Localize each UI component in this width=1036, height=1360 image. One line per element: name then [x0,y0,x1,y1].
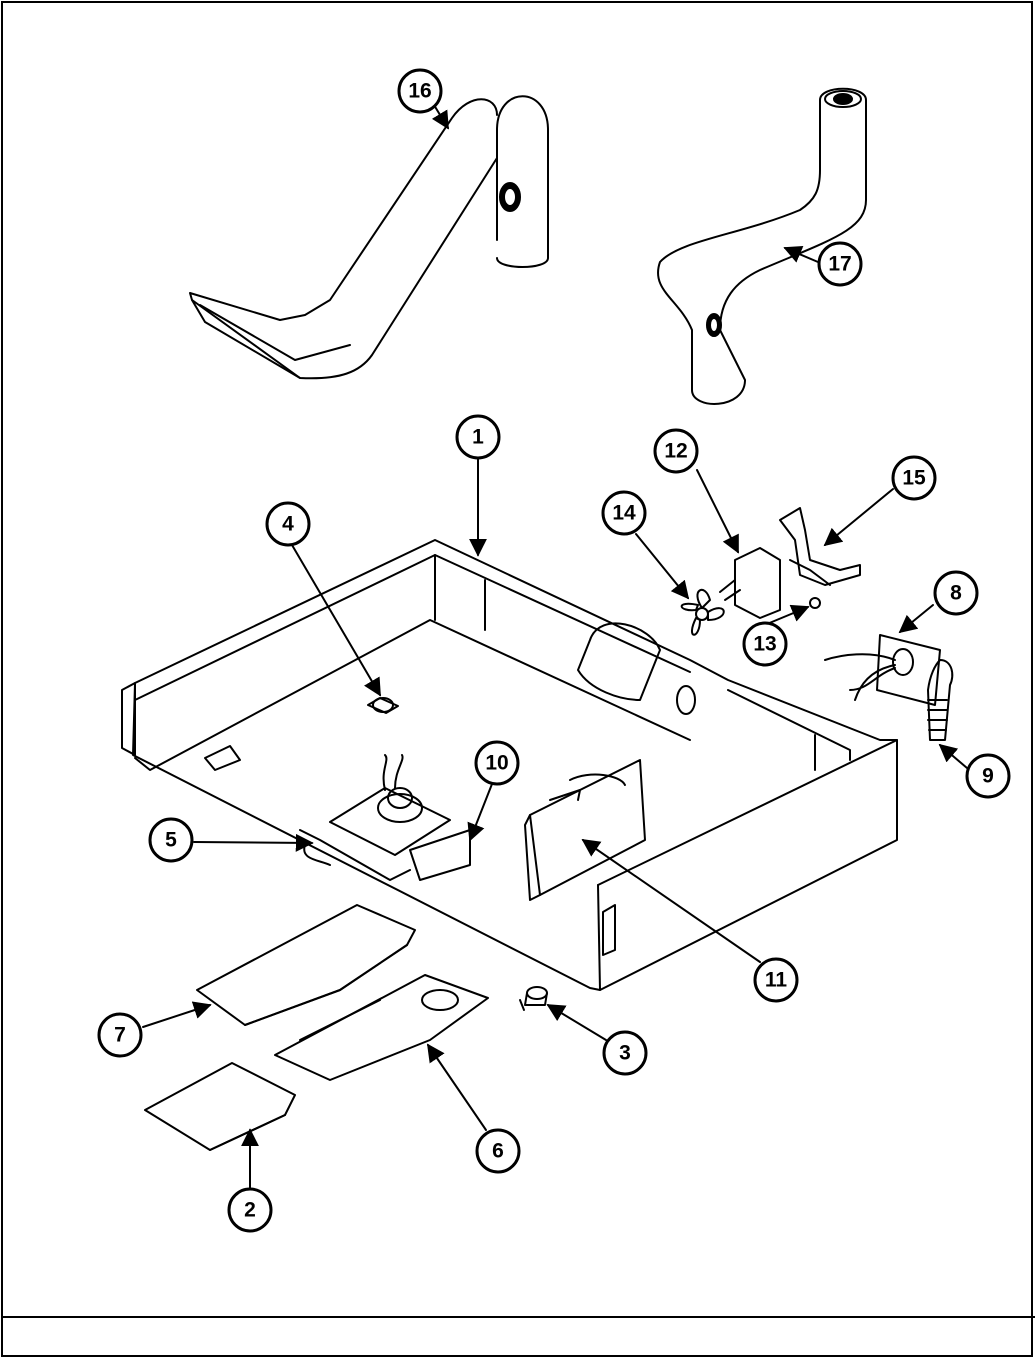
motor-assembly-drawing [300,755,470,880]
callout-17: 17 [828,253,851,276]
callout-2: 2 [244,1199,256,1222]
callout-11: 11 [765,969,788,992]
callout-10: 10 [485,752,508,775]
cover-7-drawing [197,905,415,1025]
callout-1: 1 [472,426,484,449]
callout-3: 3 [619,1042,631,1065]
callout-8: 8 [950,582,962,605]
bracket-15-drawing [780,508,860,585]
cover-6-drawing [275,975,488,1080]
cover-2-drawing [145,1063,295,1150]
thermostat-4-drawing [368,698,398,713]
switch-12-drawing [720,548,780,618]
callout-5: 5 [165,829,177,852]
foot-3-drawing [520,987,547,1010]
terminal-plate-8-drawing [825,635,940,705]
callout-15: 15 [902,467,926,490]
callout-6: 6 [492,1140,504,1163]
hose-9-drawing [928,660,952,740]
nut-13-drawing [810,598,820,608]
callout-13: 13 [753,633,776,656]
callout-16: 16 [408,80,431,103]
callout-4: 4 [282,513,294,536]
duct-16-drawing [190,96,548,378]
callout-7: 7 [114,1024,126,1047]
callout-9: 9 [982,765,994,788]
callout-14: 14 [612,502,636,525]
callout-12: 12 [664,440,687,463]
control-board-11-drawing [525,760,645,900]
